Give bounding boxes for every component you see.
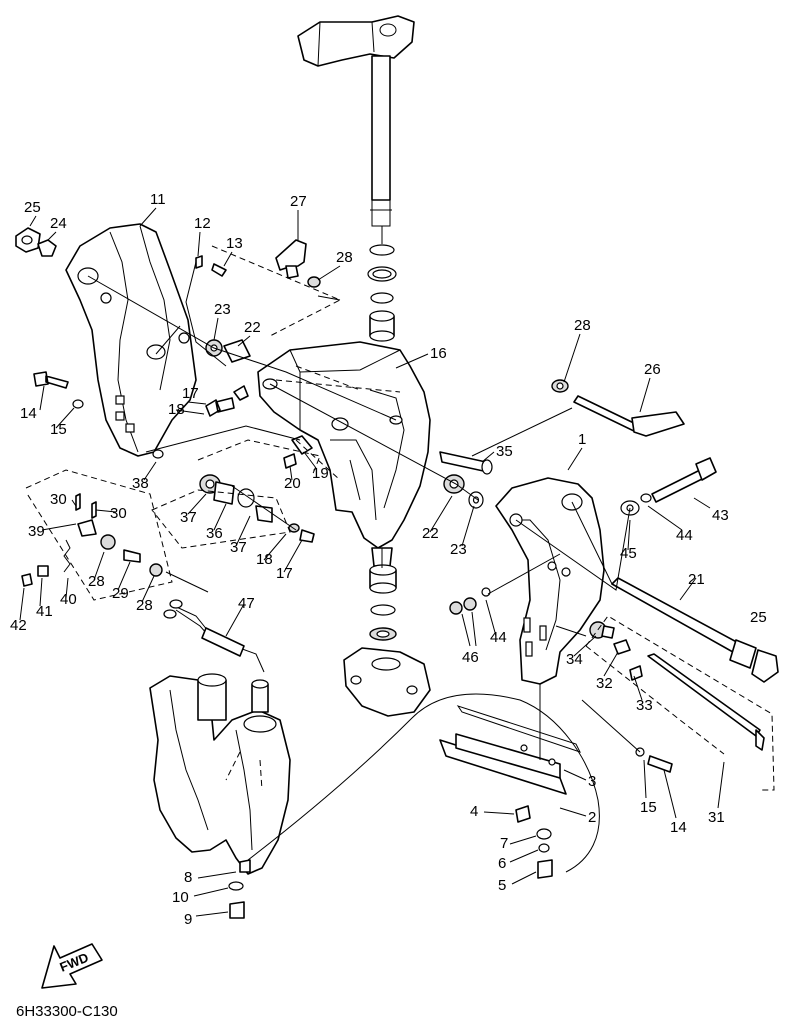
callout-15: 15 [50,421,67,438]
callout-30: 30 [50,491,67,508]
callout-11: 11 [150,191,166,208]
callout-5: 5 [498,877,506,894]
trim-sensor-lead [163,599,265,673]
callout-31: 31 [708,809,725,826]
callout-42: 42 [10,617,27,634]
bracket-27 [275,239,321,288]
ground-lead [228,693,600,919]
callout-25: 25 [750,609,767,626]
callout-12: 12 [194,215,211,232]
swivel-bracket [257,341,431,549]
callout-1: 1 [578,431,586,448]
right-hardware [449,587,765,773]
callout-2: 2 [588,809,596,826]
callout-35: 35 [496,443,513,460]
steering-shaft [297,15,415,227]
callout-40: 40 [60,591,77,608]
callout-leaders [19,207,725,917]
callout-23: 23 [214,301,231,318]
callout-30: 30 [110,505,127,522]
lower-mount-assembly [343,547,431,717]
fwd-arrow-icon: FWD [41,943,103,989]
callout-45: 45 [620,545,637,562]
callout-25: 25 [24,199,41,216]
callout-34: 34 [566,651,583,668]
callout-41: 41 [36,603,53,620]
callout-36: 36 [206,525,223,542]
tilt-trim-unit [149,673,291,875]
callout-19: 19 [312,465,329,482]
callout-6: 6 [498,855,506,872]
callout-44: 44 [676,527,693,544]
callout-13: 13 [226,235,243,252]
callout-28: 28 [336,249,353,266]
callout-37: 37 [230,539,247,556]
anode-plate [439,705,581,879]
callout-23: 23 [450,541,467,558]
callout-9: 9 [184,911,192,928]
callout-10: 10 [172,889,189,906]
callout-29: 29 [112,585,129,602]
callout-22: 22 [422,525,439,542]
callout-3: 3 [588,773,596,790]
callout-28: 28 [88,573,105,590]
grouping-boxes [25,245,775,791]
callout-14: 14 [20,405,37,422]
callout-27: 27 [290,193,307,210]
diagram-code: 6H33300-C130 [16,1003,118,1020]
callout-14: 14 [670,819,687,836]
lower-left-hardware [21,493,163,587]
callout-43: 43 [712,507,729,524]
tilt-lever [551,379,685,437]
callout-15: 15 [640,799,657,816]
callout-18: 18 [168,401,185,418]
callout-37: 37 [180,509,197,526]
callout-7: 7 [500,835,508,852]
callout-28: 28 [136,597,153,614]
callout-17: 17 [276,565,293,582]
left-clamp-bracket [65,223,197,457]
callout-4: 4 [470,803,478,820]
callout-20: 20 [284,475,301,492]
callout-8: 8 [184,869,192,886]
callout-28: 28 [574,317,591,334]
callout-32: 32 [596,675,613,692]
leader-lines [87,226,641,760]
callout-labels: 25 24 11 12 13 27 28 23 22 16 28 26 14 1… [10,191,767,928]
callout-16: 16 [430,345,447,362]
callout-26: 26 [644,361,661,378]
bolt-43 [620,457,717,516]
callout-39: 39 [28,523,45,540]
callout-33: 33 [636,697,653,714]
pin-35 [439,451,493,509]
callout-24: 24 [50,215,67,232]
callout-46: 46 [462,649,479,666]
callout-44: 44 [490,629,507,646]
tilt-pin [611,577,779,683]
callout-17: 17 [182,385,199,402]
center-left-hardware [199,474,315,543]
callout-22: 22 [244,319,261,336]
